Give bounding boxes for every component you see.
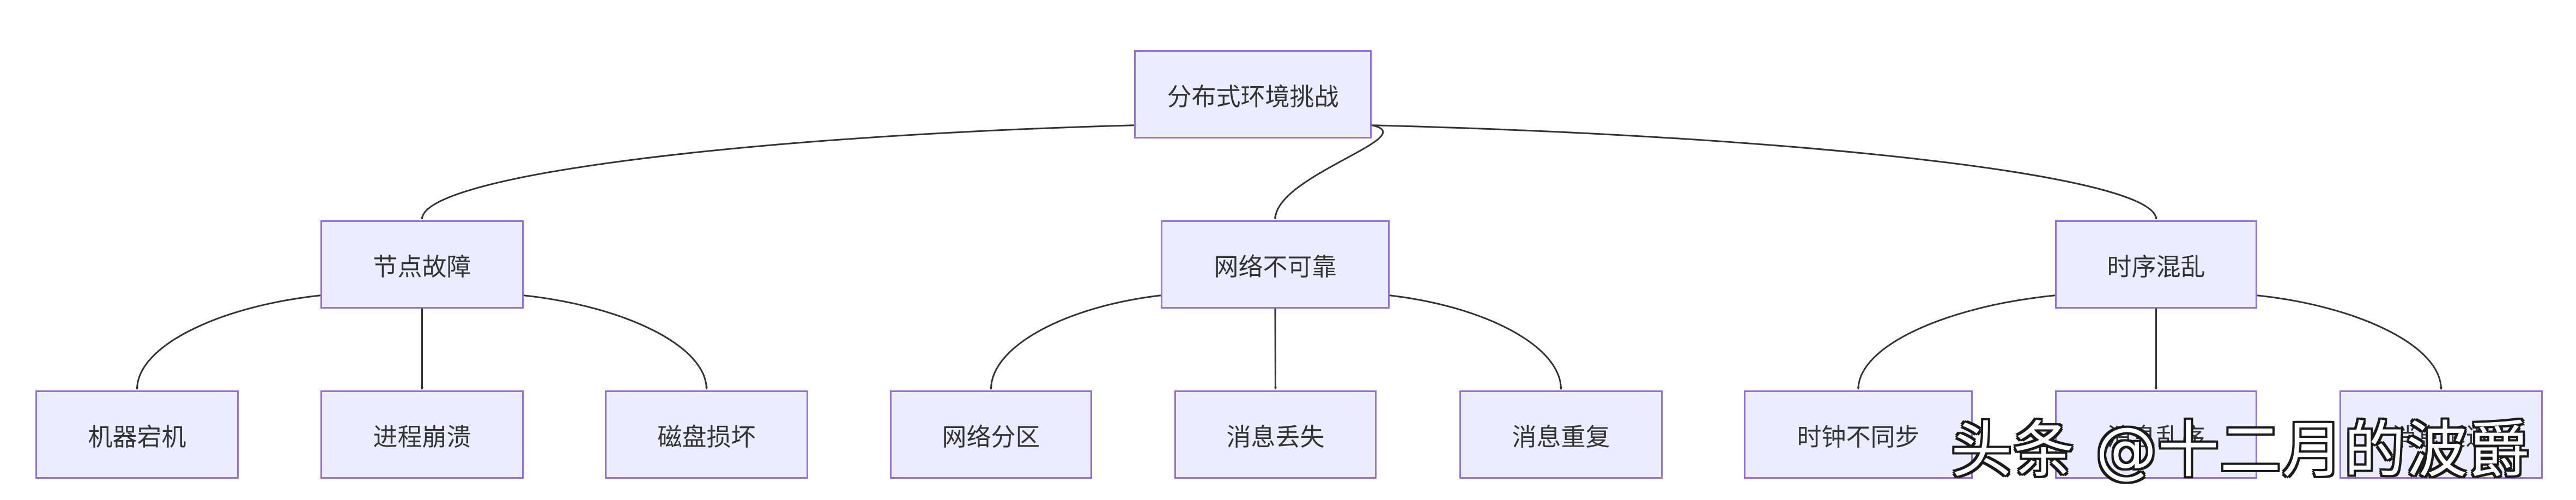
edge-category-to-leaf — [990, 294, 1161, 390]
edge-category-to-leaf — [1274, 308, 1277, 390]
node-leaf: 进程崩溃 — [320, 390, 524, 479]
node-category-2: 网络不可靠 — [1161, 220, 1390, 309]
node-leaf: 消息重复 — [1459, 390, 1663, 479]
edge-category-to-leaf — [1857, 294, 2056, 390]
node-leaf: 磁盘损坏 — [605, 390, 808, 479]
edge-category-to-leaf — [136, 294, 321, 390]
node-leaf: 时钟不同步 — [1744, 390, 1973, 479]
edge-category-to-leaf — [523, 294, 708, 390]
node-root: 分布式环境挑战 — [1134, 50, 1372, 138]
node-category-3: 时序混乱 — [2055, 220, 2257, 309]
edge-category-to-leaf — [1389, 294, 1562, 390]
node-leaf: 消息乱序 — [2055, 390, 2257, 479]
node-leaf: 网络分区 — [890, 390, 1092, 479]
edge-root-to-category — [421, 124, 1135, 220]
edge-root-to-category — [1371, 124, 2157, 220]
node-category-1: 节点故障 — [320, 220, 524, 309]
node-leaf: 消息丢失 — [1174, 390, 1377, 479]
node-leaf: 机器宕机 — [35, 390, 239, 479]
edge-root-to-category — [1274, 124, 1384, 220]
watermark: 头条 @十二月的波爵 — [1951, 415, 2531, 486]
edge-category-to-leaf — [2257, 294, 2442, 390]
node-leaf: 消息延迟 — [2339, 390, 2543, 479]
